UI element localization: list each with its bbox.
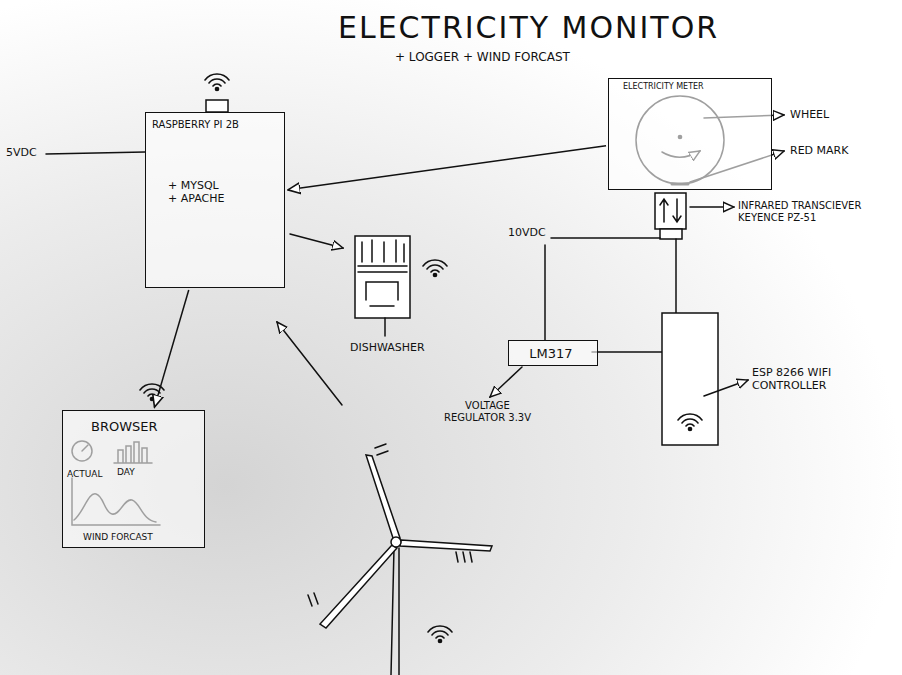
box-text: LM317 [509, 346, 593, 361]
infrared-sensor [655, 193, 686, 229]
wifi-symbol [678, 414, 702, 431]
turbine-hub [391, 537, 401, 547]
callout-label: 10VDC [508, 226, 546, 239]
esp8266-board [662, 313, 718, 445]
leader-line [704, 380, 748, 396]
dishwasher-body [355, 236, 410, 318]
leader-line [690, 206, 734, 208]
data-flow-arrow [154, 290, 188, 407]
callout-label: WHEEL [790, 108, 829, 121]
callout-label: ESP 8266 WIFI CONTROLLER [752, 366, 892, 392]
callout-label: DISHWASHER [350, 341, 425, 354]
supply-wire [544, 245, 546, 340]
leader-line [490, 367, 522, 397]
wifi-symbol [423, 260, 447, 277]
wind-marks [308, 444, 472, 606]
turbine-blade [320, 545, 397, 628]
dish-basket [366, 282, 398, 306]
control-arrow [290, 234, 343, 248]
dish-plates [362, 240, 404, 262]
data-arrow [277, 322, 342, 405]
turbine-blade [366, 455, 400, 538]
box-text: RASPBERRY PI 2B [152, 119, 239, 130]
power-wire [46, 152, 145, 154]
component-box: BROWSER ACTUAL DAY WIND FORCAST [62, 410, 205, 548]
supply-wire [551, 237, 660, 239]
component-box: LM317 [508, 340, 598, 366]
wifi-symbol [205, 74, 229, 91]
component-box: ELECTRICITY METER [608, 78, 772, 190]
regulated-wire [592, 351, 662, 353]
callout-label: VOLTAGE REGULATOR 3.3V [440, 400, 535, 424]
turbine-tower [391, 548, 399, 675]
sensor-arrow [660, 199, 668, 222]
signal-wire [675, 239, 677, 313]
turbine-blade [400, 540, 492, 551]
component-box: RASPBERRY PI 2B + MYSQL + APACHE [145, 112, 285, 288]
box-text: DAY [117, 467, 135, 477]
box-text: WIND FORCAST [83, 532, 153, 542]
callout-label: RED MARK [790, 144, 848, 157]
box-text: ACTUAL [67, 469, 103, 479]
box-text: ELECTRICITY METER [623, 82, 704, 91]
callout-label: + LOGGER + WIND FORCAST [395, 50, 570, 64]
sensor-base [660, 229, 682, 239]
box-text: + MYSQL + APACHE [168, 179, 228, 205]
data-flow-arrow [288, 146, 606, 190]
dish-rack [358, 266, 407, 272]
wifi-dongle [206, 100, 228, 112]
wifi-symbol [428, 626, 452, 643]
leader-line [384, 318, 386, 336]
box-text: BROWSER [91, 419, 158, 434]
callout-label: 5VDC [6, 146, 37, 159]
diagram-title: ELECTRICITY MONITOR [338, 10, 719, 46]
callout-label: INFRARED TRANSCIEVER KEYENCE PZ-51 [738, 200, 893, 224]
sensor-arrow [673, 199, 681, 222]
